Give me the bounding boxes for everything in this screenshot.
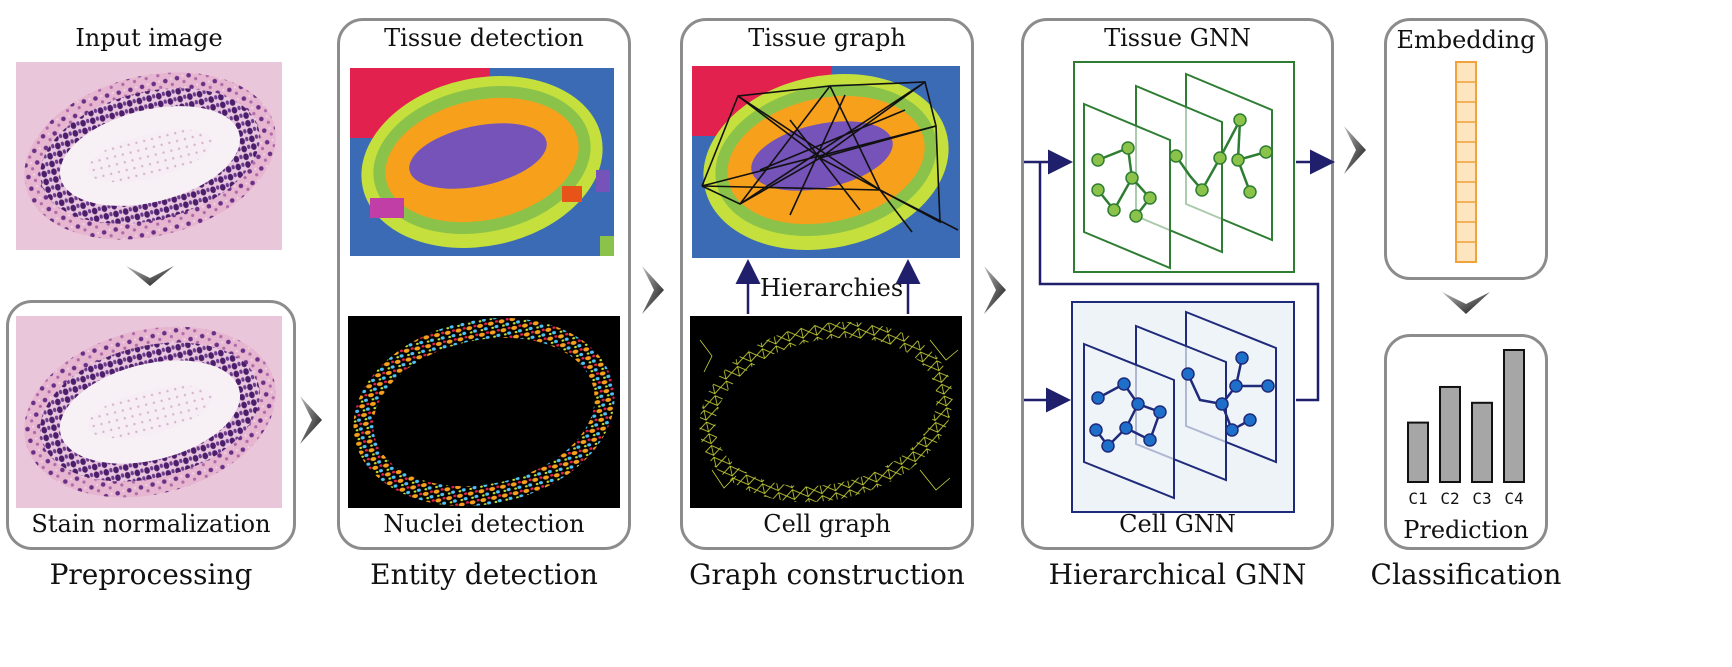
tissue-gnn-diagram — [1073, 61, 1295, 273]
prediction-tick-label: C2 — [1440, 489, 1459, 508]
prediction-bar-c2 — [1439, 385, 1461, 483]
nuclei-detection-label: Nuclei detection — [383, 510, 585, 538]
embedding-label: Embedding — [1396, 26, 1536, 54]
tissue-graph-label: Tissue graph — [748, 24, 906, 52]
prediction-bar-c1 — [1407, 421, 1429, 484]
entity-detection-title: Entity detection — [370, 558, 598, 591]
tissue-detection-label: Tissue detection — [384, 24, 584, 52]
nuclei-detection-map — [348, 316, 620, 508]
embedding-vector — [1455, 61, 1477, 263]
cell-graph-image — [690, 316, 962, 508]
chevron-right-icon — [300, 396, 322, 444]
gnn-connectors — [1024, 149, 1335, 413]
stain-normalized-image — [16, 316, 282, 508]
tissue-graph-image — [692, 66, 960, 258]
preprocessing-title: Preprocessing — [49, 558, 253, 591]
graph-construction-title: Graph construction — [689, 558, 965, 591]
prediction-bar-c3 — [1471, 401, 1493, 483]
cell-gnn-label: Cell GNN — [1119, 510, 1236, 538]
stain-normalization-label: Stain normalization — [31, 510, 271, 538]
input-image-label: Input image — [75, 24, 223, 52]
tissue-graph-edges — [701, 81, 959, 233]
prediction-tick-label: C4 — [1504, 489, 1523, 508]
chevron-down-icon — [1442, 292, 1490, 314]
chevron-right-icon — [642, 266, 664, 314]
cell-gnn-diagram — [1071, 301, 1295, 513]
classification-title: Classification — [1370, 558, 1562, 591]
tissue-detection-map — [350, 68, 614, 256]
tissue-gnn-label: Tissue GNN — [1104, 24, 1251, 52]
chevron-right-icon — [1344, 126, 1366, 174]
prediction-label: Prediction — [1403, 516, 1529, 544]
prediction-tick-label: C1 — [1408, 489, 1427, 508]
hierarchical-gnn-title: Hierarchical GNN — [1048, 558, 1307, 591]
prediction-tick-label: C3 — [1472, 489, 1491, 508]
chevron-down-icon — [126, 266, 174, 286]
cell-graph-label: Cell graph — [763, 510, 891, 538]
chevron-right-icon — [984, 266, 1006, 314]
input-histology-image — [16, 62, 282, 250]
prediction-bar-chart: C1 C2 C3 C4 — [1407, 349, 1525, 508]
prediction-bar-c4 — [1503, 349, 1525, 483]
hierarchies-label: Hierarchies — [760, 274, 904, 302]
